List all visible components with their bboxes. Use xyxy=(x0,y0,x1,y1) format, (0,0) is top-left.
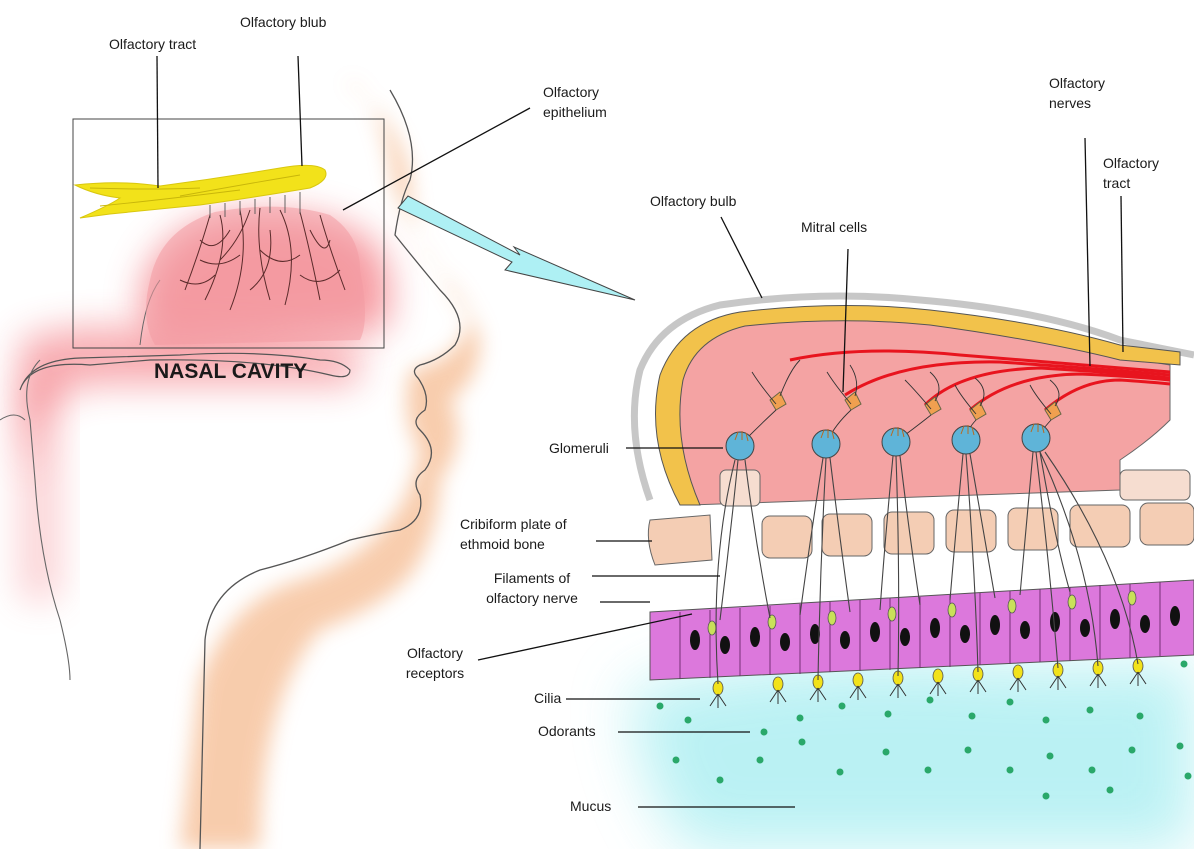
label-filaments-line1: Filaments of xyxy=(462,568,602,588)
label-cilia: Cilia xyxy=(534,688,561,708)
label-olfactory-nerves-line1: Olfactory xyxy=(1049,73,1105,93)
label-olfactory-tract-left: Olfactory tract xyxy=(109,34,196,54)
label-receptors-line2: receptors xyxy=(395,663,475,683)
label-cribiform-line1: Cribiform plate of xyxy=(460,514,567,534)
olfactory-epithelium xyxy=(650,580,1194,680)
magnified-detail xyxy=(630,296,1194,849)
zoom-arrow xyxy=(398,196,635,300)
label-olfactory-tract-right: Olfactory tract xyxy=(1103,153,1159,193)
label-mucus: Mucus xyxy=(570,796,611,816)
olfactory-epithelium-mass xyxy=(146,207,365,345)
label-filaments-line2: olfactory nerve xyxy=(462,588,602,608)
label-olfactory-tract-right-line1: Olfactory xyxy=(1103,153,1159,173)
label-olfactory-receptors: Olfactory receptors xyxy=(395,643,475,683)
label-olfactory-nerves: Olfactory nerves xyxy=(1049,73,1105,113)
label-olfactory-epithelium: Olfactory epithelium xyxy=(543,82,607,122)
head-profile xyxy=(0,80,480,849)
label-olfactory-bulb: Olfactory bulb xyxy=(650,191,736,211)
label-cribiform-plate: Cribiform plate of ethmoid bone xyxy=(460,514,567,554)
label-mitral-cells: Mitral cells xyxy=(801,217,867,237)
label-olfactory-epithelium-line2: epithelium xyxy=(543,102,607,122)
label-cribiform-line2: ethmoid bone xyxy=(460,534,567,554)
label-odorants: Odorants xyxy=(538,721,596,741)
label-olfactory-nerves-line2: nerves xyxy=(1049,93,1105,113)
label-olfactory-tract-right-line2: tract xyxy=(1103,173,1159,193)
label-olfactory-epithelium-line1: Olfactory xyxy=(543,82,607,102)
label-glomeruli: Glomeruli xyxy=(549,438,609,458)
label-filaments: Filaments of olfactory nerve xyxy=(462,568,602,608)
label-olfactory-blub: Olfactory blub xyxy=(240,12,326,32)
label-receptors-line1: Olfactory xyxy=(395,643,475,663)
nasal-cavity-title: NASAL CAVITY xyxy=(154,360,307,384)
